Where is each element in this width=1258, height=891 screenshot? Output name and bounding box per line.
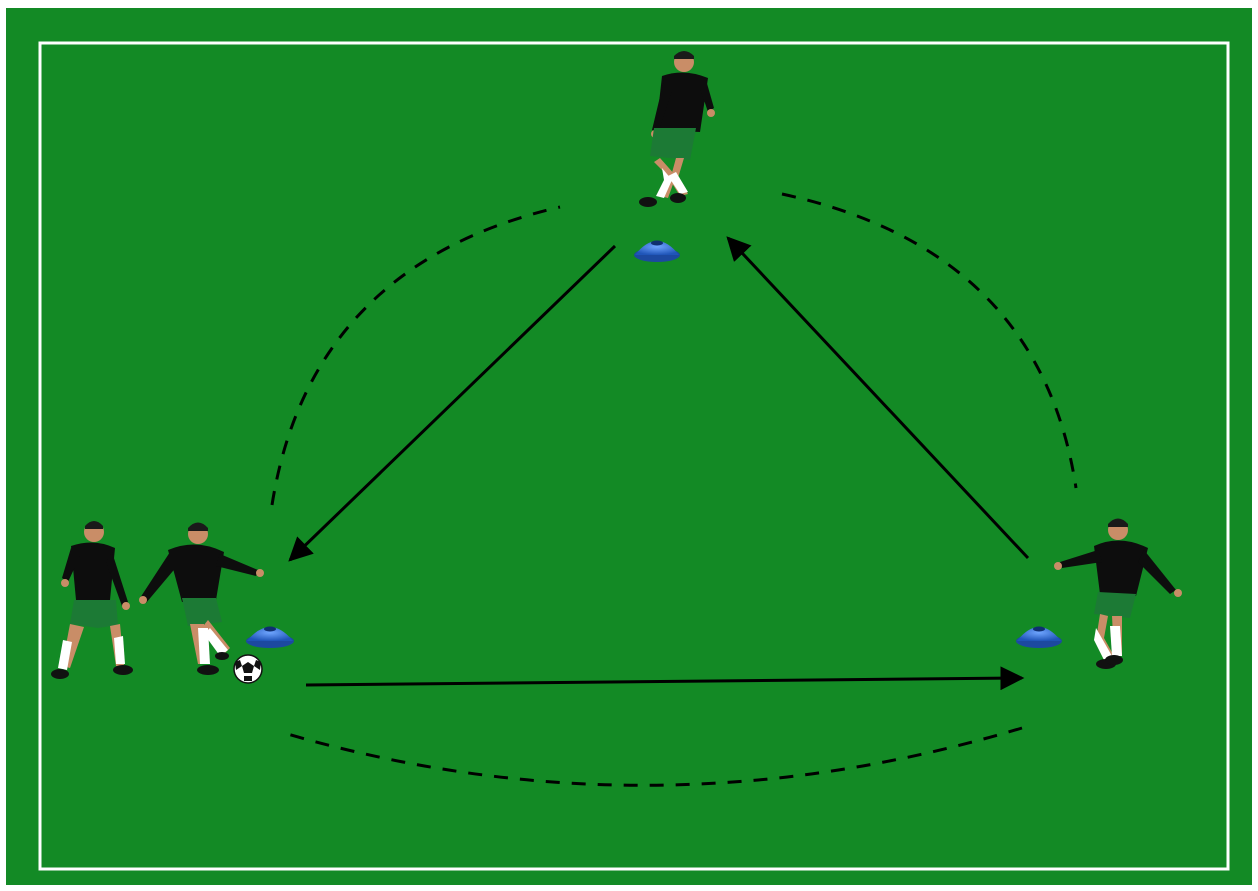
pass-left-to-right	[305, 666, 1025, 691]
pitch-boundary	[38, 41, 1230, 871]
cone-right	[1016, 626, 1062, 648]
pitch-surface	[6, 8, 1252, 885]
cone-left	[246, 626, 294, 648]
player-top	[639, 51, 715, 207]
player-right	[1054, 518, 1182, 669]
pass-top-to-left	[288, 244, 617, 562]
player-left-passer	[139, 522, 264, 675]
pass-right-to-top	[726, 236, 1030, 560]
run-right-to-left	[283, 726, 1023, 787]
cone-top	[634, 240, 680, 262]
soccer-ball	[233, 654, 263, 684]
run-left-to-top	[270, 205, 561, 506]
player-waiting-left	[51, 521, 133, 679]
